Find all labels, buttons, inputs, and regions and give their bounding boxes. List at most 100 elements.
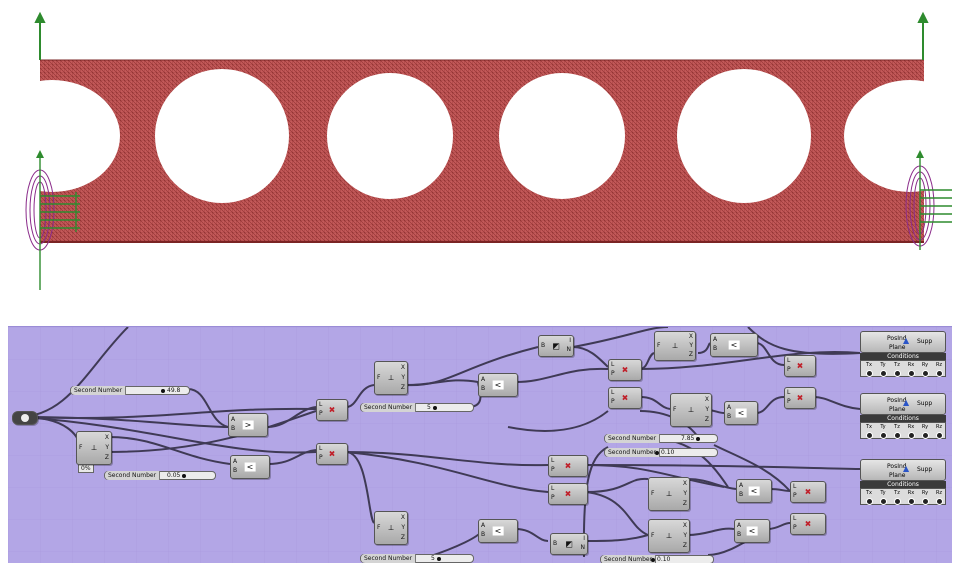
deconstruct-icon: ⟂ bbox=[672, 341, 678, 350]
cull-pattern-1[interactable]: L P ✖ bbox=[316, 399, 348, 421]
dof-toggle[interactable] bbox=[893, 432, 901, 439]
smaller-than-7[interactable]: A B < bbox=[734, 519, 770, 543]
deconstruct-plane-4[interactable]: F ⟂ X Y Z bbox=[654, 331, 696, 361]
rhino-viewport[interactable] bbox=[0, 0, 956, 318]
smaller-than-3[interactable]: A B < bbox=[478, 519, 518, 543]
not-gate-2[interactable]: B ◩ I N bbox=[550, 533, 588, 555]
slider-knob-icon[interactable] bbox=[696, 436, 701, 441]
deconstruct-icon: ⟂ bbox=[388, 523, 394, 532]
cull-icon: ✖ bbox=[621, 365, 629, 375]
load-arrow-left-icon bbox=[34, 11, 46, 60]
number-slider-1[interactable]: Second Number 49.8 bbox=[70, 386, 190, 395]
number-slider-6[interactable]: Second Number 5 bbox=[360, 554, 474, 563]
slider-knob-icon[interactable] bbox=[161, 388, 165, 393]
smaller-than-icon: < bbox=[492, 380, 504, 390]
smaller-than-1[interactable]: A B < bbox=[230, 455, 270, 479]
dof-toggle[interactable] bbox=[907, 498, 915, 505]
larger-than-1[interactable]: A B > bbox=[228, 413, 268, 437]
cull-pattern-2[interactable]: L P ✖ bbox=[316, 443, 348, 465]
smaller-than-5[interactable]: A B < bbox=[724, 401, 758, 425]
slider-label: Second Number bbox=[601, 555, 657, 563]
support-icon: ▲ bbox=[903, 464, 910, 473]
support-component-1[interactable]: PosInd Plane ▲ Supp Conditions Tx Ty Tz … bbox=[860, 331, 946, 377]
number-slider-4[interactable]: Second Number 7.85 bbox=[604, 434, 718, 443]
deconstruct-icon: ⟂ bbox=[666, 489, 672, 498]
cull-pattern-6[interactable]: L P ✖ bbox=[784, 387, 816, 409]
slider-knob-icon[interactable] bbox=[655, 450, 659, 455]
support-icon: ▲ bbox=[903, 398, 910, 407]
dof-toggle[interactable] bbox=[879, 432, 887, 439]
smaller-than-6[interactable]: A B < bbox=[736, 479, 772, 503]
dof-toggle[interactable] bbox=[879, 370, 887, 377]
deconstruct-plane-7[interactable]: F ⟂ X Y Z bbox=[648, 519, 690, 553]
slider-label: Second Number bbox=[361, 403, 417, 412]
cull-icon: ✖ bbox=[621, 393, 629, 403]
cull-icon: ✖ bbox=[564, 489, 572, 499]
deconstruct-icon: ⟂ bbox=[91, 443, 97, 452]
slider-knob-icon[interactable] bbox=[432, 405, 437, 410]
dof-toggle[interactable] bbox=[865, 370, 873, 377]
larger-than-icon: > bbox=[242, 420, 254, 430]
cull-pattern-7[interactable]: L P ✖ bbox=[548, 455, 588, 477]
slider-knob-icon[interactable] bbox=[436, 556, 441, 561]
dof-toggle[interactable] bbox=[907, 432, 915, 439]
cull-pattern-4[interactable]: L P ✖ bbox=[608, 387, 642, 409]
cull-icon: ✖ bbox=[804, 519, 812, 529]
number-slider-3[interactable]: Second Number 0.05 bbox=[104, 471, 216, 480]
deconstruct-plane-5[interactable]: F ⟂ X Y Z bbox=[670, 393, 712, 427]
relay-node[interactable] bbox=[12, 411, 38, 425]
cull-icon: ✖ bbox=[328, 405, 336, 415]
invert-icon: ◩ bbox=[565, 539, 573, 549]
slider-value: 0.05 bbox=[167, 472, 181, 479]
dof-toggle[interactable] bbox=[893, 498, 901, 505]
number-slider-7[interactable]: Second Number 0.10 bbox=[600, 555, 714, 563]
slider-knob-icon[interactable] bbox=[651, 557, 655, 562]
support-component-3[interactable]: PosInd Plane ▲ Supp Conditions Tx Ty Tz … bbox=[860, 459, 946, 505]
dof-toggle[interactable] bbox=[879, 498, 887, 505]
dof-toggle[interactable] bbox=[921, 498, 929, 505]
smaller-than-2[interactable]: A B < bbox=[478, 373, 518, 397]
percent-readout: 0% bbox=[78, 464, 94, 473]
cull-pattern-3[interactable]: L P ✖ bbox=[608, 359, 642, 381]
cull-icon: ✖ bbox=[564, 461, 572, 471]
deconstruct-plane-2[interactable]: F ⟂ X Y Z bbox=[374, 361, 408, 395]
relay-icon bbox=[21, 414, 29, 422]
cull-pattern-5[interactable]: L P ✖ bbox=[784, 355, 816, 377]
not-gate-1[interactable]: B ◩ I N bbox=[538, 335, 574, 357]
deconstruct-plane-6[interactable]: F ⟂ X Y Z bbox=[648, 477, 690, 511]
dof-toggle[interactable] bbox=[935, 432, 943, 439]
smaller-than-icon: < bbox=[728, 340, 740, 350]
dof-toggle[interactable] bbox=[907, 370, 915, 377]
deconstruct-plane-1[interactable]: F ⟂ X Y Z bbox=[76, 431, 112, 465]
number-slider-2[interactable]: Second Number 5 bbox=[360, 403, 474, 412]
dof-toggle[interactable] bbox=[935, 498, 943, 505]
cull-icon: ✖ bbox=[796, 361, 804, 371]
cull-icon: ✖ bbox=[804, 487, 812, 497]
cull-pattern-9[interactable]: L P ✖ bbox=[790, 481, 826, 503]
number-slider-5[interactable]: Second Number 0.10 bbox=[604, 448, 718, 457]
dof-toggle[interactable] bbox=[865, 498, 873, 505]
slider-knob-icon[interactable] bbox=[182, 473, 187, 478]
grasshopper-canvas[interactable]: Second Number 49.8 Second Number 5 Secon… bbox=[8, 326, 952, 563]
deconstruct-plane-3[interactable]: F ⟂ X Y Z bbox=[374, 511, 408, 545]
cull-icon: ✖ bbox=[796, 393, 804, 403]
smaller-than-icon: < bbox=[735, 408, 747, 418]
smaller-than-icon: < bbox=[244, 462, 256, 472]
support-right-icon bbox=[905, 150, 952, 250]
smaller-than-4[interactable]: A B < bbox=[710, 333, 758, 357]
dof-toggle[interactable] bbox=[921, 432, 929, 439]
dof-toggle[interactable] bbox=[893, 370, 901, 377]
slider-value: 0.10 bbox=[661, 449, 675, 456]
support-icon: ▲ bbox=[903, 336, 910, 345]
smaller-than-icon: < bbox=[748, 486, 760, 496]
support-component-2[interactable]: PosInd Plane ▲ Supp Conditions Tx Ty Tz … bbox=[860, 393, 946, 439]
cull-pattern-10[interactable]: L P ✖ bbox=[790, 513, 826, 535]
slider-value: 0.10 bbox=[657, 556, 671, 563]
dof-toggle[interactable] bbox=[865, 432, 873, 439]
dof-toggle[interactable] bbox=[935, 370, 943, 377]
cull-pattern-8[interactable]: L P ✖ bbox=[548, 483, 588, 505]
dof-toggle[interactable] bbox=[921, 370, 929, 377]
slider-value: 5 bbox=[431, 555, 435, 562]
slider-value: 49.8 bbox=[167, 387, 181, 394]
deconstruct-icon: ⟂ bbox=[388, 373, 394, 382]
